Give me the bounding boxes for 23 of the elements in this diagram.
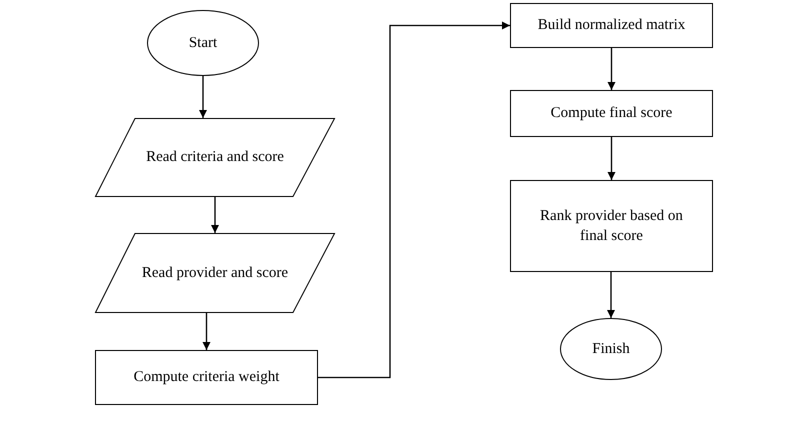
arrow — [608, 48, 616, 90]
node-label: Build normalized matrix — [536, 16, 686, 36]
input-parallelogram — [95, 233, 335, 313]
process-box — [510, 90, 713, 137]
node-label: Finish — [591, 340, 631, 359]
node-label: Read criteria and score — [145, 148, 285, 168]
node-label: Compute final score — [550, 104, 674, 124]
start-terminal — [147, 10, 259, 76]
node-label: Rank provider based on final score — [539, 206, 684, 246]
node-label: Compute criteria weight — [132, 368, 280, 388]
arrow — [202, 313, 210, 350]
node-label: Read provider and score — [140, 264, 290, 283]
arrow — [608, 137, 616, 180]
input-parallelogram — [95, 118, 335, 197]
finish-terminal — [560, 318, 662, 380]
process-box — [510, 3, 713, 48]
process-box — [510, 180, 713, 272]
arrow — [211, 197, 219, 233]
node-label: Start — [188, 34, 218, 53]
arrow — [199, 76, 207, 118]
arrow — [318, 22, 510, 378]
process-box — [95, 350, 318, 405]
arrow — [607, 272, 615, 318]
